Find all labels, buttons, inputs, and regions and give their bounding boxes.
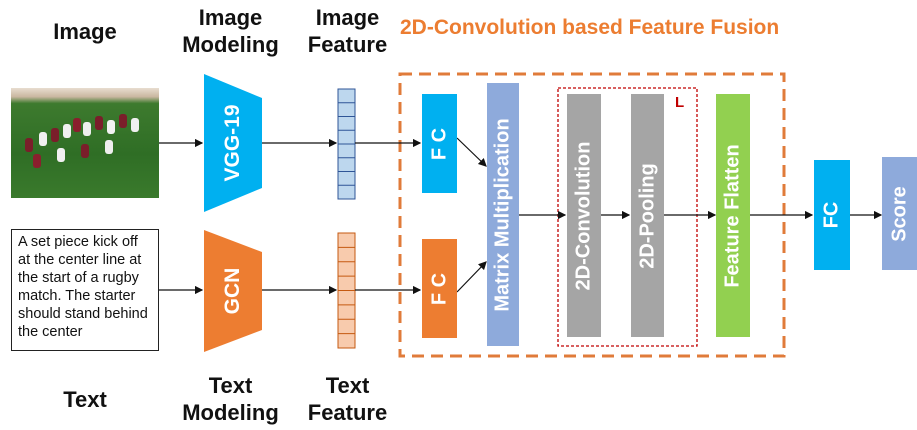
fc-out-block: FC <box>814 160 850 270</box>
player-figure <box>83 122 91 136</box>
flatten-block: Feature Flatten <box>716 94 750 337</box>
gcn-label: GCN <box>221 267 244 315</box>
conv-label: 2D-Convolution <box>572 141 595 290</box>
input-image <box>11 88 159 198</box>
loop-label: L <box>675 94 685 111</box>
player-figure <box>107 120 115 134</box>
fc-out-label: FC <box>820 201 843 229</box>
arrow-fc-top-to-matmul <box>456 137 487 167</box>
player-figure <box>95 116 103 130</box>
flatten-label: Feature Flatten <box>721 143 744 288</box>
fc-bottom-block: F C <box>422 239 457 338</box>
header-text-modeling: Text Modeling <box>182 373 279 425</box>
player-figure <box>81 144 89 158</box>
score-block: Score <box>882 157 917 270</box>
input-text: A set piece kick off at the center line … <box>18 234 148 340</box>
fc-top-block: F C <box>422 94 457 193</box>
matmul-block: Matrix Multiplication <box>487 83 519 346</box>
pool-block: 2D-Pooling <box>631 94 664 337</box>
image-feature-vector <box>337 88 356 200</box>
header-image-feature: Image Feature <box>307 5 388 57</box>
player-figure <box>51 128 59 142</box>
player-figure <box>73 118 81 132</box>
player-figure <box>63 124 71 138</box>
player-figure <box>57 148 65 162</box>
pool-label: 2D-Pooling <box>636 162 658 269</box>
fc-bottom-label: F C <box>428 272 450 305</box>
matmul-label: Matrix Multiplication <box>491 117 514 312</box>
player-figure <box>105 140 113 154</box>
gcn-block <box>204 230 262 352</box>
player-figure <box>119 114 127 128</box>
fusion-title: 2D-Convolution based Feature Fusion <box>400 16 780 39</box>
player-figure <box>33 154 41 168</box>
vgg-label-wrap: VGG-19 <box>204 74 262 212</box>
conv-block: 2D-Convolution <box>567 94 601 337</box>
arrow-fc-bottom-to-matmul <box>456 261 487 293</box>
player-figure <box>131 118 139 132</box>
player-figure <box>39 132 47 146</box>
header-text-feature: Text Feature <box>307 373 388 425</box>
vgg-label: VGG-19 <box>221 104 244 182</box>
header-image: Image <box>53 19 117 44</box>
text-feature-vector <box>337 232 356 349</box>
player-figure <box>25 138 33 152</box>
vgg-block <box>204 74 262 212</box>
fc-top-label: F C <box>428 127 450 160</box>
score-label: Score <box>888 185 910 242</box>
gcn-label-wrap: GCN <box>204 230 262 352</box>
header-text: Text <box>63 387 107 412</box>
input-text-box: A set piece kick off at the center line … <box>11 229 159 351</box>
header-image-modeling: Image Modeling <box>182 5 279 57</box>
